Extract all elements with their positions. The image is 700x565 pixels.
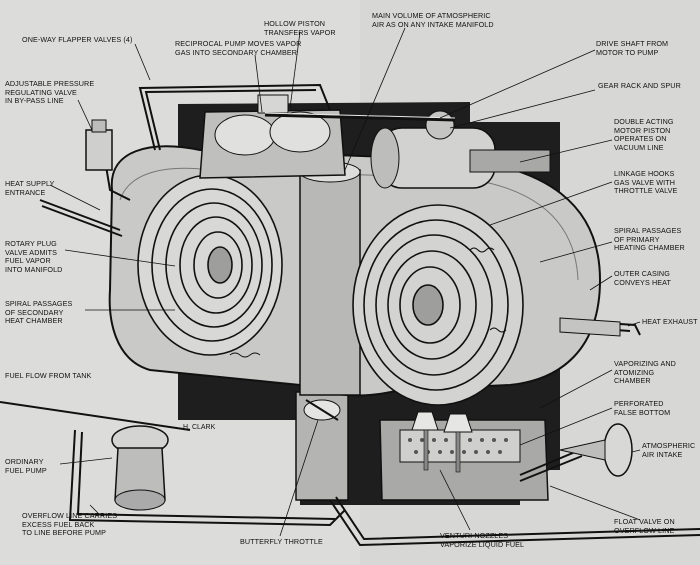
label-spiral-primary: SPIRAL PASSAGES OF PRIMARY HEATING CHAMB…: [614, 226, 685, 253]
reciprocal-pump: [199, 94, 346, 179]
flow-arrows: [229, 247, 507, 358]
label-heat-exhaust: HEAT EXHAUST: [642, 317, 698, 326]
label-spiral-secondary: SPIRAL PASSAGES OF SECONDARY HEAT CHAMBE…: [5, 299, 73, 326]
label-adjustable-valve: ADJUSTABLE PRESSURE REGULATING VALVE IN …: [5, 79, 95, 106]
label-gear-rack: GEAR RACK AND SPUR: [598, 81, 681, 90]
vaporizing-chamber-box: [379, 411, 549, 501]
drive-shaft: [264, 113, 456, 122]
label-vaporizing-chamber: VAPORIZING AND ATOMIZING CHAMBER: [614, 359, 676, 386]
artist-signature: H. CLARK: [183, 424, 216, 431]
label-one-way-flapper-valves: ONE-WAY FLAPPER VALVES (4): [22, 35, 133, 44]
label-hollow-piston: HOLLOW PISTON TRANSFERS VAPOR: [264, 19, 336, 37]
throttle-neck: [295, 391, 349, 501]
air-intake-horn: [559, 423, 633, 477]
label-overflow-line: OVERFLOW LINE CARRIES EXCESS FUEL BACK T…: [22, 511, 118, 538]
label-outer-casing: OUTER CASING CONVEYS HEAT: [614, 269, 671, 287]
label-double-acting-piston: DOUBLE ACTING MOTOR PISTON OPERATES ON V…: [614, 117, 674, 152]
label-butterfly-throttle: BUTTERFLY THROTTLE: [240, 537, 323, 546]
secondary-spiral-chamber: [137, 174, 283, 356]
label-fuel-flow: FUEL FLOW FROM TANK: [5, 371, 92, 380]
regulating-valve: [85, 119, 113, 171]
label-rotary-plug: ROTARY PLUG VALVE ADMITS FUEL VAPOR INTO…: [5, 239, 63, 274]
label-main-volume: MAIN VOLUME OF ATMOSPHERIC AIR AS ON ANY…: [372, 11, 494, 29]
primary-spiral-chamber: [352, 204, 524, 406]
label-float-valve: FLOAT VALVE ON OVERFLOW LINE: [614, 517, 675, 535]
label-perforated-bottom: PERFORATED FALSE BOTTOM: [614, 399, 671, 417]
fuel-pump-shape: [111, 425, 169, 511]
label-heat-supply: HEAT SUPPLY ENTRANCE: [5, 179, 55, 197]
label-linkage-hooks: LINKAGE HOOKS GAS VALVE WITH THROTTLE VA…: [614, 169, 678, 196]
label-venturi-nozzles: VENTURI NOZZLES VAPORIZE LIQUID FUEL: [440, 531, 525, 549]
label-atmospheric-intake: ATMOSPHERIC AIR INTAKE: [642, 441, 696, 459]
label-ordinary-pump: ORDINARY FUEL PUMP: [5, 457, 47, 475]
label-reciprocal-pump: RECIPROCAL PUMP MOVES VAPOR GAS INTO SEC…: [175, 39, 302, 57]
heat-exhaust-pipe: [559, 317, 621, 337]
label-drive-shaft: DRIVE SHAFT FROM MOTOR TO PUMP: [596, 39, 669, 57]
leader-lines: [49, 27, 641, 537]
